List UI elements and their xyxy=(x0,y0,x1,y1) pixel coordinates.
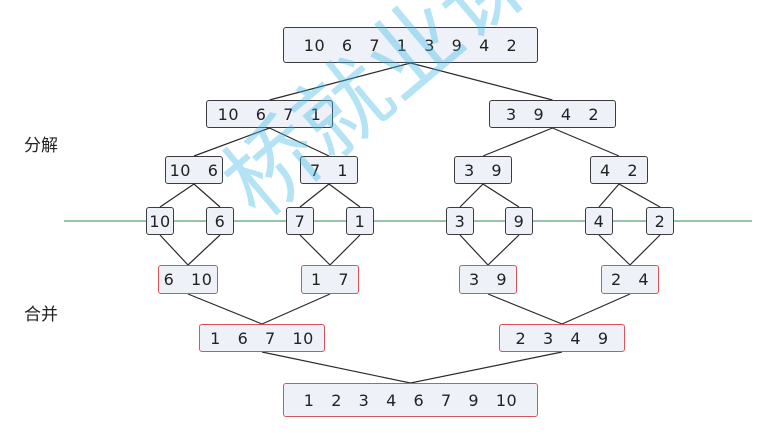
edge-line xyxy=(328,183,361,208)
edge-line xyxy=(459,183,484,208)
edge-line xyxy=(487,293,563,325)
merge-node: 6 10 xyxy=(158,265,218,294)
split-node: 4 xyxy=(585,207,613,235)
merge-node: 1 6 7 10 xyxy=(199,324,325,352)
edge-line xyxy=(193,183,221,208)
edge-line xyxy=(299,183,330,208)
edge-line xyxy=(269,127,330,157)
edge-line xyxy=(410,62,553,101)
edge-line xyxy=(598,183,620,208)
split-node: 10 6 xyxy=(165,156,223,184)
edge-line xyxy=(410,351,563,384)
merge-node: 1 2 3 4 6 7 9 10 xyxy=(283,383,538,417)
edge-line xyxy=(459,234,489,266)
edge-line xyxy=(299,234,331,266)
merge-node: 3 9 xyxy=(459,265,517,294)
split-node: 9 xyxy=(505,207,533,235)
edge-line xyxy=(261,351,411,384)
edge-line xyxy=(598,234,631,266)
split-node: 7 xyxy=(286,207,314,235)
edge-line xyxy=(552,127,620,157)
merge-node: 1 7 xyxy=(301,265,359,294)
merge-node: 2 3 4 9 xyxy=(499,324,625,352)
edge-line xyxy=(482,127,553,157)
split-node: 10 6 7 1 xyxy=(206,100,333,128)
edge-line xyxy=(269,62,411,101)
edge-line xyxy=(261,293,331,325)
edge-line xyxy=(629,234,661,266)
edge-line xyxy=(482,183,520,208)
split-label: 分解 xyxy=(24,136,58,156)
split-node: 6 xyxy=(206,207,234,235)
split-node: 10 6 7 1 3 9 4 2 xyxy=(283,27,538,63)
merge-node: 2 4 xyxy=(601,265,659,294)
split-node: 3 9 xyxy=(454,156,512,184)
edge-line xyxy=(159,234,189,266)
edge-line xyxy=(561,293,631,325)
edge-group xyxy=(159,62,661,384)
split-node: 3 9 4 2 xyxy=(489,100,616,128)
edge-line xyxy=(159,183,195,208)
split-node: 1 xyxy=(346,207,374,235)
merge-label: 合并 xyxy=(24,305,58,325)
edge-line xyxy=(187,293,263,325)
edge-line xyxy=(329,234,361,266)
edge-line xyxy=(187,234,221,266)
edge-line xyxy=(193,127,270,157)
edge-line xyxy=(487,234,520,266)
split-node: 4 2 xyxy=(590,156,648,184)
split-node: 7 1 xyxy=(300,156,358,184)
split-node: 10 xyxy=(146,207,174,235)
split-node: 2 xyxy=(646,207,674,235)
edge-line xyxy=(618,183,661,208)
split-node: 3 xyxy=(446,207,474,235)
